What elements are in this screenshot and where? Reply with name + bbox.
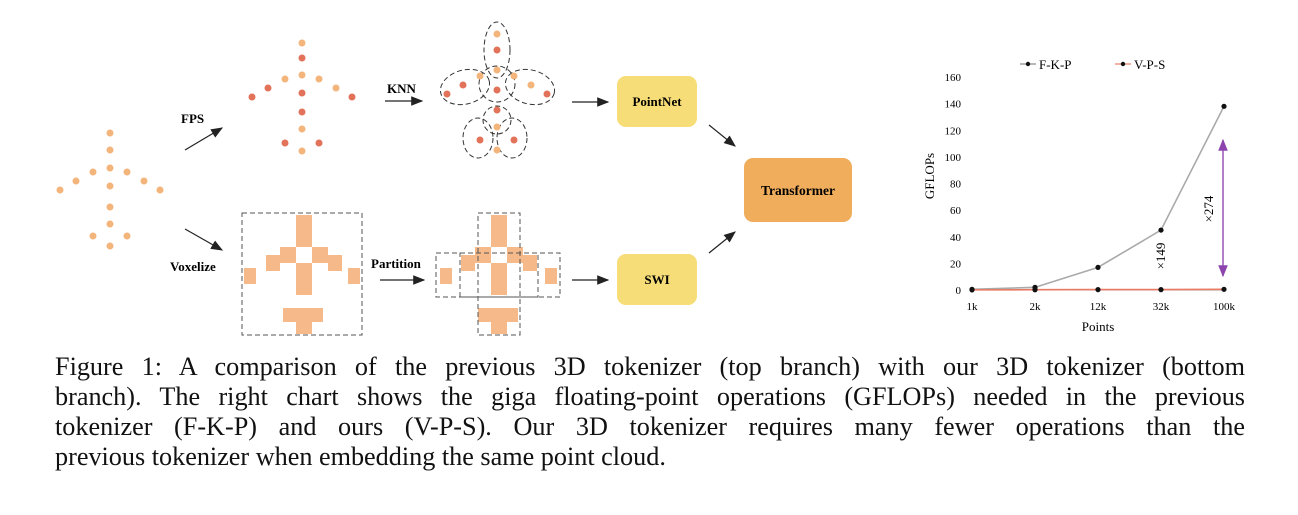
x-tick-label: 1k [967, 301, 979, 313]
pointnet-box: PointNet [617, 76, 697, 127]
gflops-chart: F-K-P V-P-S GFLOPs 0 20 40 60 80 100 120 140 160… [922, 57, 1236, 334]
x-tick-labels: 1k 2k 12k 32k 100k [967, 301, 1236, 313]
knn-label: KNN [387, 81, 417, 96]
voxel-grid [241, 212, 363, 336]
figure-1: FPS KNN [56, 21, 1236, 336]
legend-fkp: F-K-P [1039, 57, 1072, 72]
knn-groups [439, 21, 556, 159]
caption-line: Figure 1: A comparison of the previous 3… [55, 352, 1245, 381]
data-point [1221, 286, 1227, 292]
voxelize-label: Voxelize [170, 259, 216, 274]
y-tick-label: 40 [950, 232, 962, 244]
y-tick-label: 140 [945, 99, 962, 111]
annotation-x274: ×274 [1201, 195, 1216, 222]
y-tick-label: 20 [950, 258, 962, 270]
fps-label: FPS [181, 111, 204, 126]
partitioned-voxels [435, 212, 561, 336]
x-tick-label: 100k [1213, 301, 1236, 313]
y-tick-labels: 0 20 40 60 80 100 120 140 160 [945, 72, 962, 297]
tokenizer-diagram: FPS KNN [56, 21, 852, 336]
series-line [971, 105, 1225, 291]
annotation-x149: ×149 [1153, 243, 1168, 270]
y-tick-label: 0 [956, 285, 962, 297]
y-tick-label: 80 [950, 179, 962, 191]
y-tick-label: 120 [945, 125, 962, 137]
x-tick-label: 2k [1030, 301, 1042, 313]
swi-label: SWI [644, 272, 669, 287]
x-tick-label: 12k [1090, 301, 1107, 313]
caption-line: tokenizer (F-K-P) and ours (V-P-S). Our … [55, 412, 1245, 441]
legend-vps: V-P-S [1134, 57, 1165, 72]
y-tick-label: 60 [950, 205, 962, 217]
y-tick-label: 100 [945, 152, 962, 164]
x-axis-label: Points [1082, 319, 1115, 334]
swi-box: SWI [617, 254, 697, 305]
chart-series [969, 103, 1227, 293]
input-point-cloud [56, 129, 164, 250]
pointnet-label: PointNet [632, 94, 682, 109]
data-point [1095, 264, 1101, 270]
sampled-point-cloud [248, 39, 356, 155]
chart-legend: F-K-P V-P-S [1020, 57, 1165, 72]
x-tick-label: 32k [1153, 301, 1170, 313]
data-point [969, 287, 975, 293]
data-point [1221, 103, 1227, 109]
transformer-label: Transformer [761, 183, 835, 198]
caption-line: branch). The right chart shows the giga … [55, 382, 1245, 411]
y-axis-label: GFLOPs [922, 153, 937, 199]
annotation-100k: ×274 [1201, 138, 1228, 278]
data-point [1032, 287, 1038, 293]
data-point [1158, 227, 1164, 233]
transformer-box: Transformer [744, 158, 852, 222]
figure-caption: Figure 1: A comparison of the previous 3… [55, 352, 1245, 472]
y-tick-label: 160 [945, 72, 962, 84]
data-point [1158, 287, 1164, 293]
data-point [1095, 287, 1101, 293]
partition-label: Partition [371, 256, 422, 271]
caption-line: previous tokenizer when embedding the sa… [55, 442, 666, 471]
